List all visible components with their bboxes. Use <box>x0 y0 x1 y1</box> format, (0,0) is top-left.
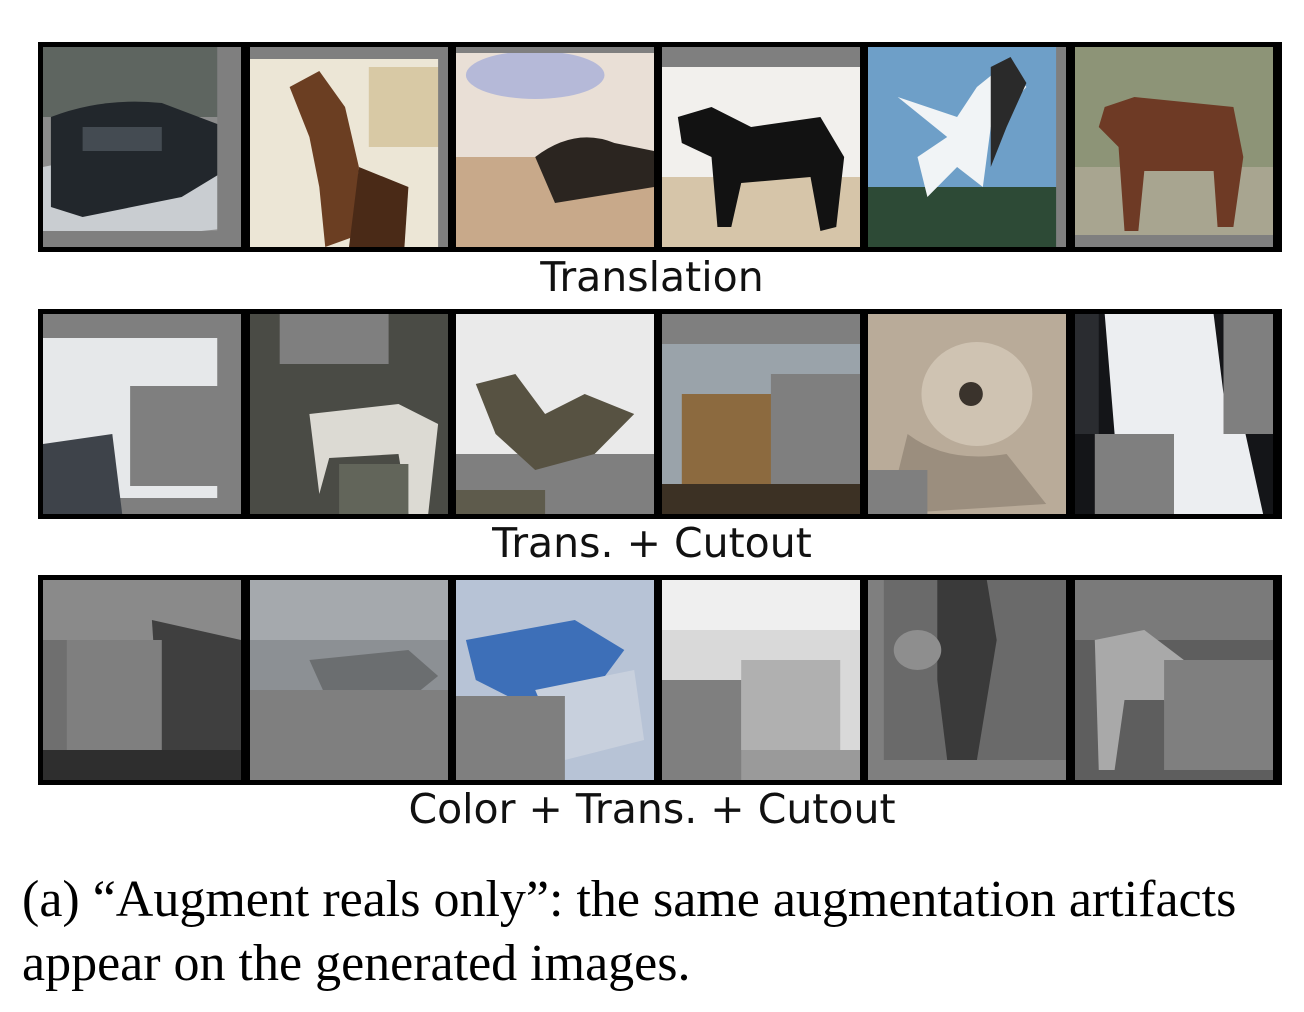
image-bird-cutout <box>456 314 654 514</box>
image-dog-cutout <box>868 314 1066 514</box>
figure-caption: (a) “Augment reals only”: the same augme… <box>22 871 1237 992</box>
image-car-cutout <box>43 314 241 514</box>
row-label-translation: Translation <box>540 253 764 301</box>
image-bird <box>868 47 1066 247</box>
image-strip-trans-cutout <box>38 309 1282 519</box>
image-horse-brown <box>1075 47 1273 247</box>
image-car-color-cutout <box>43 580 241 780</box>
image-horse-black <box>662 47 860 247</box>
image-truck-color-cutout <box>662 580 860 780</box>
image-horse <box>250 47 448 247</box>
image-airplane <box>456 47 654 247</box>
image-deer-color-cutout <box>1075 580 1273 780</box>
image-horse-color-cutout <box>250 580 448 780</box>
row-label-color-trans-cutout: Color + Trans. + Cutout <box>408 785 896 833</box>
image-animal-cutout <box>1075 314 1273 514</box>
image-truck-cutout <box>662 314 860 514</box>
image-strip-translation <box>38 42 1282 252</box>
image-horse-cutout <box>250 314 448 514</box>
image-dog-color-cutout <box>868 580 1066 780</box>
image-car <box>43 47 241 247</box>
row-label-trans-cutout: Trans. + Cutout <box>492 519 812 567</box>
image-strip-color-trans-cutout <box>38 575 1282 785</box>
image-airplane-color-cutout <box>456 580 654 780</box>
